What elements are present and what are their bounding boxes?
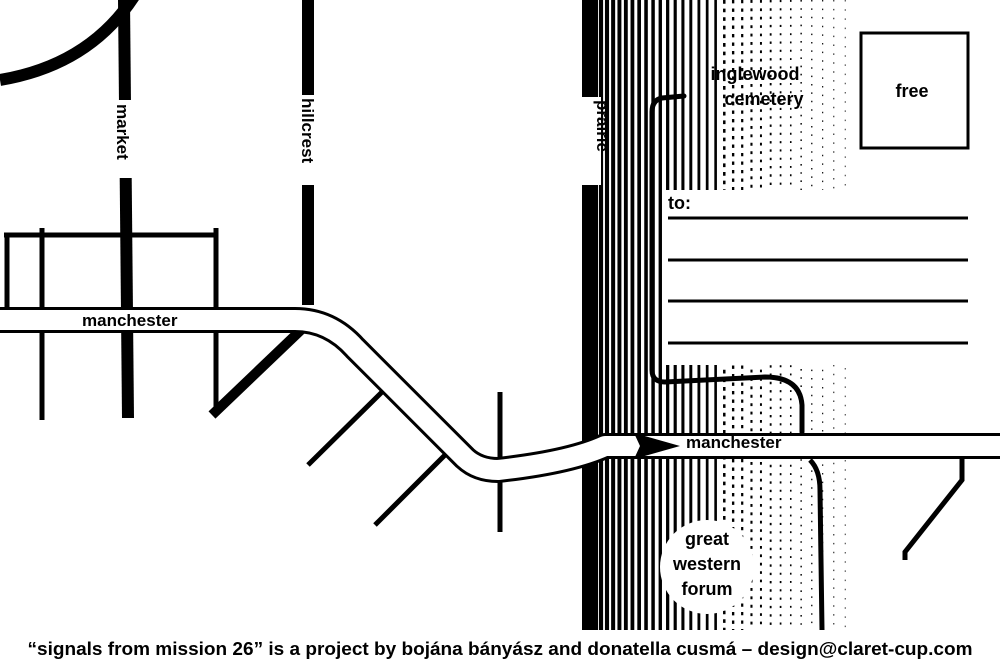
inglewood-cemetery-label-line1: inglewood <box>711 64 800 84</box>
curved-road-northwest <box>0 0 139 86</box>
forum-label-line3: forum <box>682 579 733 599</box>
hillcrest-label-bg <box>298 95 320 185</box>
postcard-address-panel <box>662 190 1000 365</box>
route-path <box>649 93 805 435</box>
inglewood-cemetery-label-line2: cemetery <box>724 89 803 109</box>
footer-credit: “signals from mission 26” is a project b… <box>28 639 973 659</box>
market-street <box>118 0 134 419</box>
manchester-west-label: manchester <box>82 311 178 330</box>
prairie-label-bg <box>579 97 601 185</box>
manchester-avenue <box>0 310 1000 480</box>
market-street-label: market <box>113 104 132 160</box>
postage-stamp-text: free <box>895 81 928 101</box>
east-side-street <box>902 458 965 560</box>
prairie-avenue <box>582 0 598 630</box>
lower-right-blank-area <box>850 365 1000 635</box>
prairie-avenue-label: prairie <box>593 100 612 152</box>
direction-arrow-icon <box>634 433 680 459</box>
forum-label-line1: great <box>685 529 729 549</box>
forum-side-street <box>808 458 825 631</box>
west-street-grid <box>4 228 503 532</box>
postage-stamp-box <box>859 31 970 150</box>
hillcrest-street-label: hillcrest <box>298 98 317 164</box>
great-western-forum-marker <box>660 520 754 614</box>
address-lines <box>668 216 968 345</box>
manchester-east-label: manchester <box>686 433 782 452</box>
address-to-label: to: <box>668 193 691 213</box>
market-label-bg <box>113 100 135 178</box>
forum-label-line2: western <box>672 554 741 574</box>
